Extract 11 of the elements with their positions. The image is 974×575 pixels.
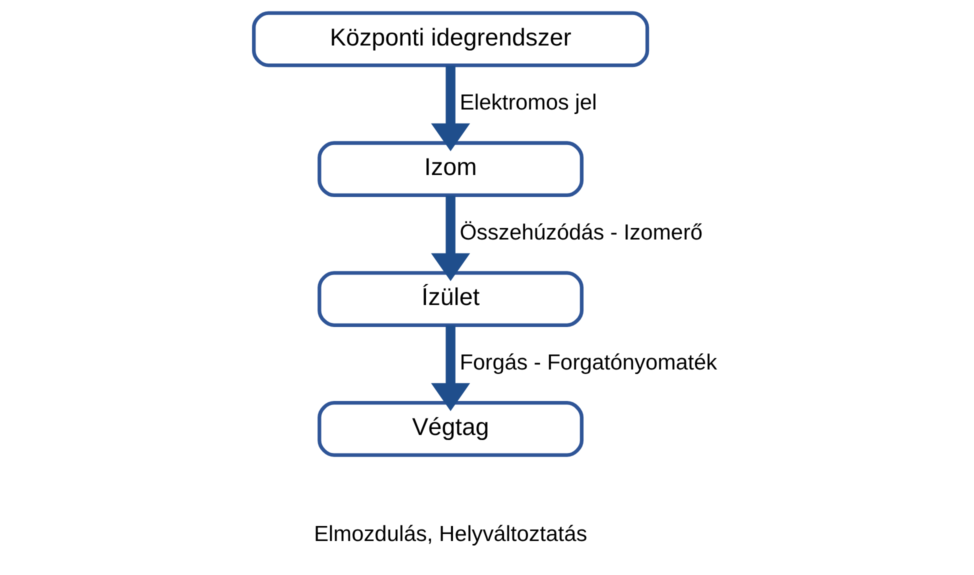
arrow — [431, 66, 470, 152]
node-box: Izom — [318, 141, 584, 198]
arrow — [431, 196, 470, 282]
arrow — [431, 325, 470, 412]
node-label: Elmozdulás, Helyváltoztatás — [314, 521, 588, 546]
edge-label: Forgás - Forgatónyomaték — [460, 349, 718, 374]
edge-label: Elektromos jel — [460, 89, 597, 114]
node-box: Ízület — [318, 271, 584, 327]
node-box: Végtag — [318, 401, 584, 457]
edge-label: Összehúzódás - Izomerő — [460, 219, 703, 244]
node-box: Központi idegrendszer — [252, 11, 650, 68]
